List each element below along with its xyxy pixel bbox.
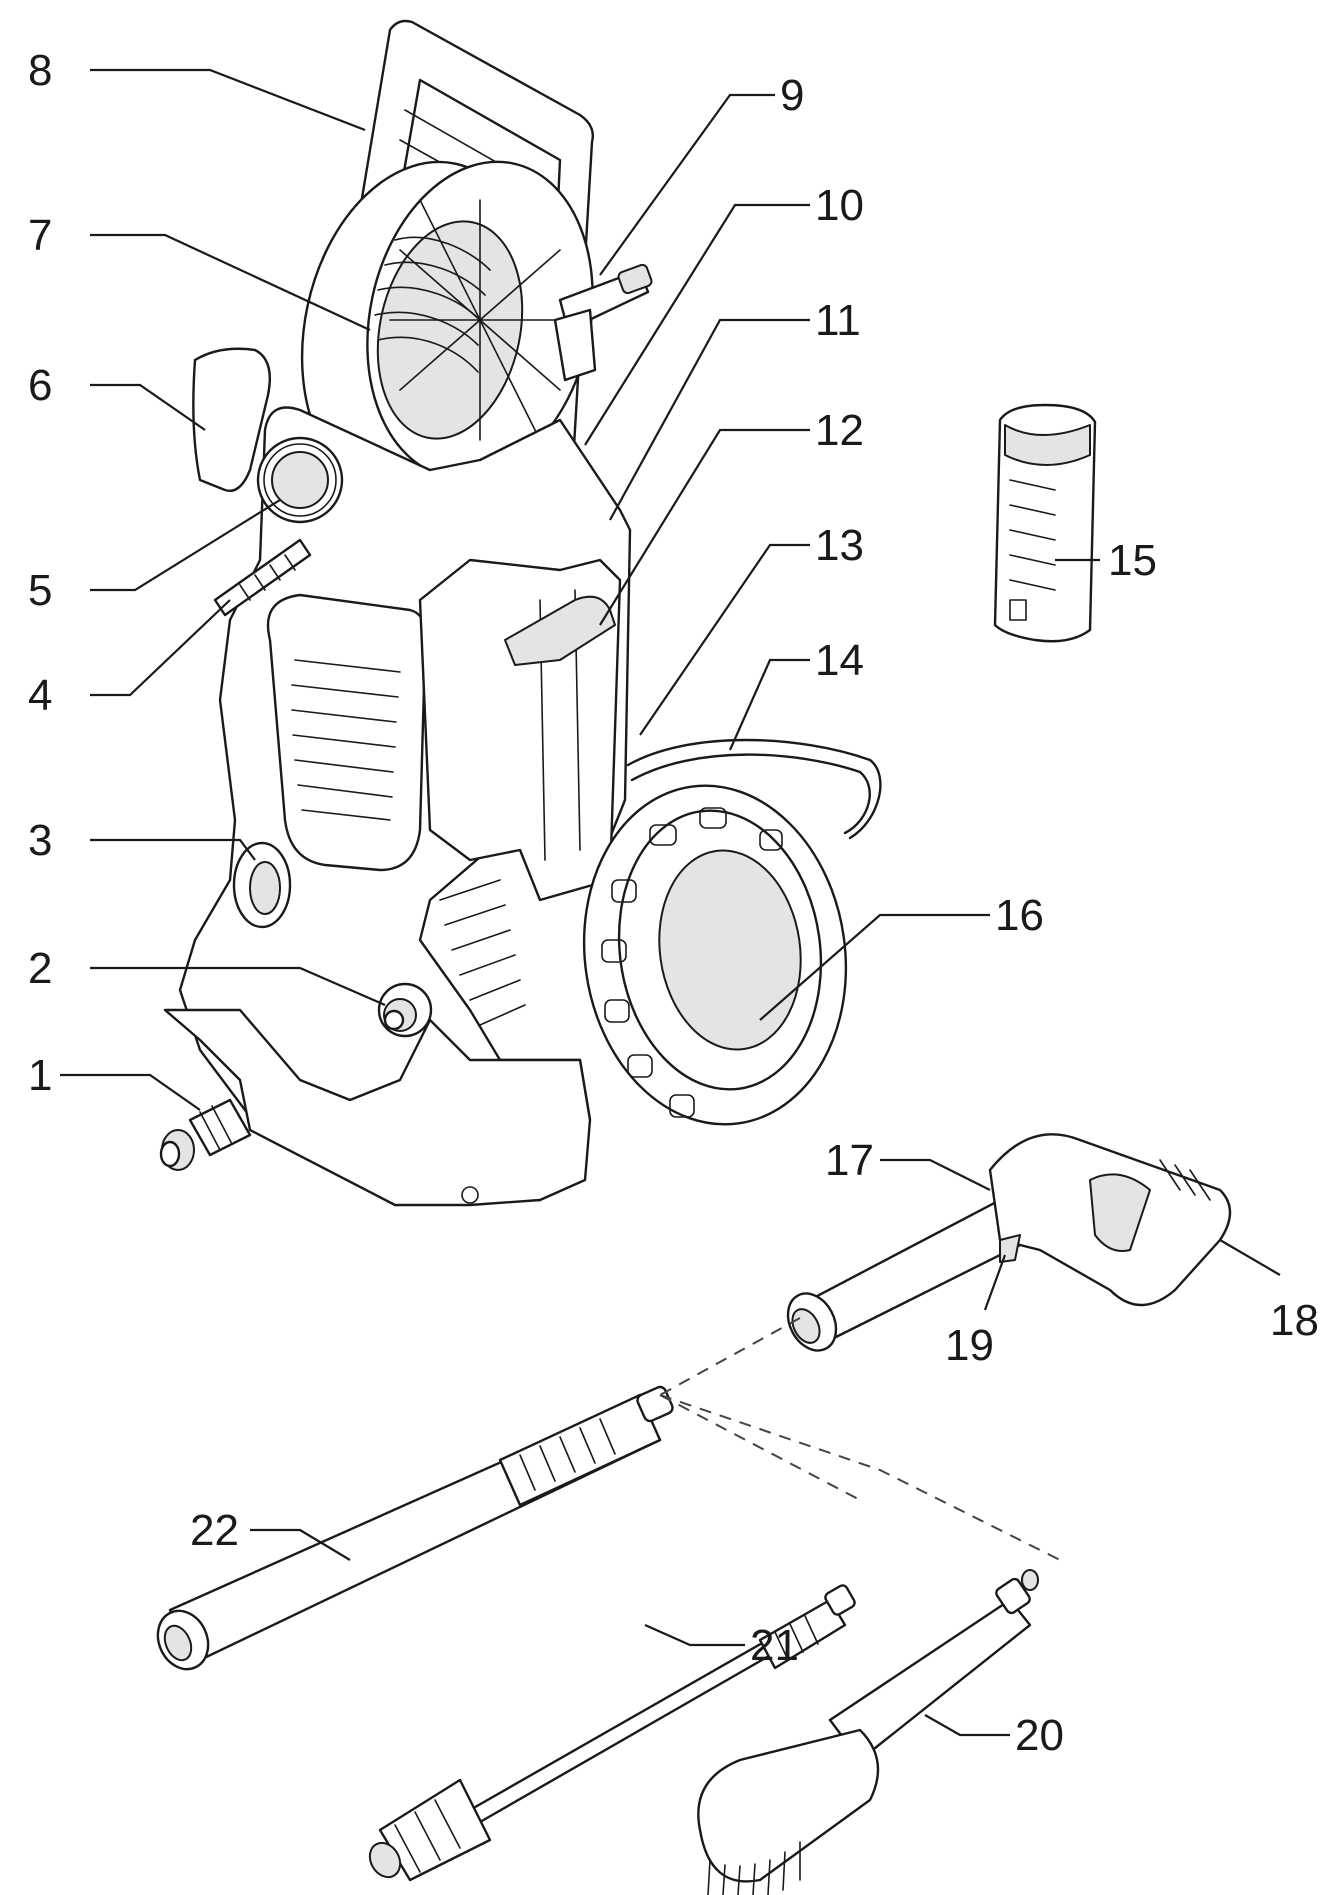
- pressure-washer-unit: [163, 19, 882, 1207]
- callout-11: 11: [815, 296, 861, 345]
- callout-18: 18: [1270, 1296, 1319, 1345]
- hose-reel-7: [300, 160, 594, 500]
- callout-labels: 1 2 3 4 5 6 7 8 9 10 11 12 13 14 15 16 1…: [28, 46, 1319, 1760]
- callout-17: 17: [825, 1136, 874, 1185]
- callout-1: 1: [28, 1051, 52, 1100]
- callout-20: 20: [1015, 1711, 1064, 1760]
- hp-outlet-4: [213, 538, 312, 617]
- callout-4: 4: [28, 671, 52, 720]
- leader-lines: [60, 68, 1281, 1737]
- detergent-bottle-15: [993, 403, 1097, 643]
- dirt-blaster-21: [368, 1584, 856, 1882]
- callout-13: 13: [815, 521, 864, 570]
- power-cable-14: [626, 738, 882, 840]
- callout-8: 8: [28, 46, 52, 95]
- callout-19: 19: [945, 1321, 994, 1370]
- callout-6: 6: [28, 361, 52, 410]
- callout-3: 3: [28, 816, 52, 865]
- accessory-holder-6: [192, 347, 272, 492]
- trigger-holder-12: [504, 595, 616, 666]
- callout-9: 9: [780, 71, 804, 120]
- wheel-16: [582, 784, 848, 1126]
- coupling-1: [159, 1098, 252, 1171]
- callout-7: 7: [28, 211, 52, 260]
- callout-16: 16: [995, 891, 1044, 940]
- accessory-connection-line: [659, 1317, 1061, 1561]
- callout-2: 2: [28, 944, 52, 993]
- callout-12: 12: [815, 406, 864, 455]
- callout-15: 15: [1108, 536, 1157, 585]
- pressure-knob-5: [256, 436, 344, 524]
- callout-22: 22: [190, 1506, 239, 1555]
- hose-guide-9: [553, 263, 653, 382]
- callout-10: 10: [815, 181, 864, 230]
- callout-14: 14: [815, 636, 864, 685]
- trigger-gun-17: [786, 1133, 1232, 1352]
- callout-5: 5: [28, 566, 52, 615]
- front-panel: [266, 593, 428, 872]
- wash-brush-20: [697, 1569, 1039, 1895]
- water-inlet-2: [377, 982, 433, 1038]
- callout-21: 21: [750, 1621, 799, 1670]
- main-switch-3: [232, 841, 292, 929]
- spray-lance-22: [156, 1385, 674, 1671]
